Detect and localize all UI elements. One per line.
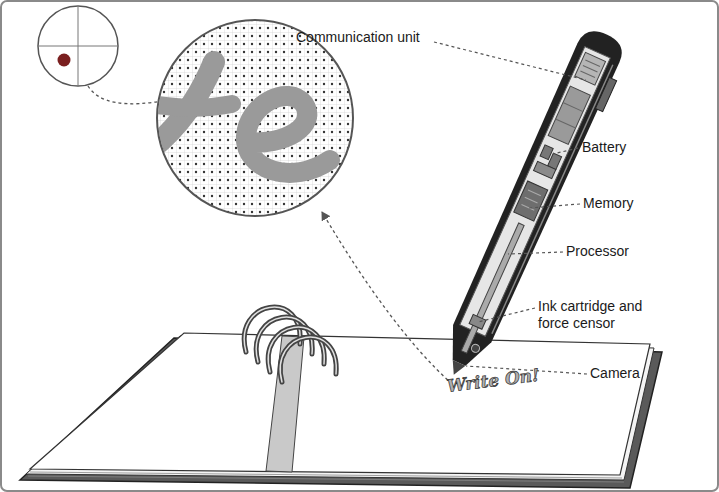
- notebook: [20, 307, 662, 488]
- dot-detail: [38, 6, 118, 86]
- magnifier: [150, 20, 353, 216]
- part-label: Ink cartridge and force censor: [538, 298, 668, 332]
- zoom-arrow: [322, 212, 452, 384]
- zoom-arrow: [88, 86, 168, 104]
- part-label: Camera: [590, 365, 640, 382]
- part-label: Battery: [582, 139, 626, 156]
- part-label: Memory: [583, 195, 634, 212]
- part-label: Communication unit: [296, 29, 420, 46]
- part-label: Processor: [566, 243, 629, 260]
